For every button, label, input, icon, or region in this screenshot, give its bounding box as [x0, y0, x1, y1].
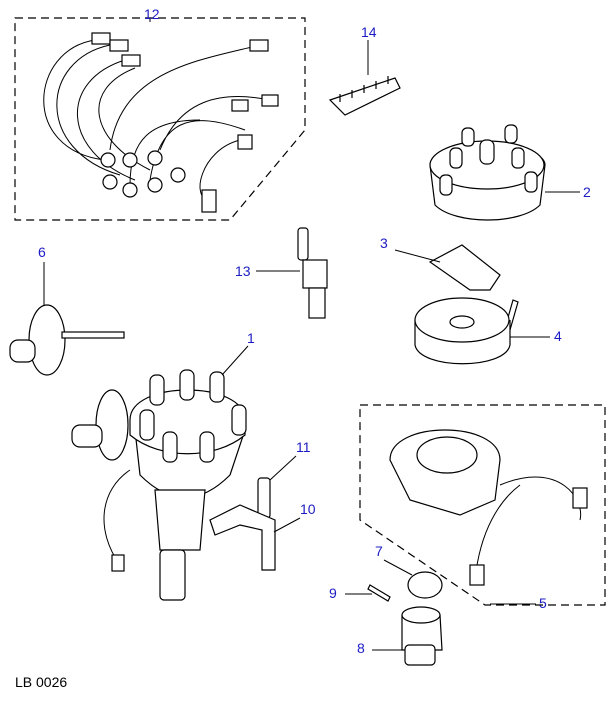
callout-7: 7	[375, 543, 383, 559]
callout-10: 10	[300, 501, 316, 517]
leader-lines	[43, 18, 580, 651]
o-ring-illustration	[407, 571, 443, 599]
callout-11: 11	[296, 439, 311, 455]
spark-plug-illustration	[297, 227, 328, 319]
pickup-kit-dashed-box	[359, 404, 606, 606]
callout-12: 12	[144, 6, 160, 22]
callout-3: 3	[380, 235, 388, 251]
diagram-reference: LB 0026	[15, 674, 68, 690]
lead-retainer-illustration	[328, 76, 401, 116]
bolt-illustration	[257, 477, 271, 519]
pickup-module-illustration	[389, 429, 588, 586]
clamp-illustration	[209, 504, 276, 571]
callout-1: 1	[247, 330, 255, 346]
vacuum-unit-illustration	[9, 304, 125, 376]
callout-14: 14	[361, 24, 377, 40]
ht-leads-illustration	[44, 32, 279, 480]
distributor-assembly-illustration	[71, 369, 247, 601]
callout-9: 9	[329, 585, 337, 601]
callout-4: 4	[554, 328, 562, 344]
callout-6: 6	[38, 244, 46, 260]
flash-shield-illustration	[414, 297, 511, 365]
distributor-cap-illustration	[429, 124, 546, 221]
callout-2: 2	[583, 184, 591, 200]
lead-set-dashed-box	[14, 17, 306, 221]
drive-gear-illustration	[401, 606, 443, 666]
callout-5: 5	[539, 595, 547, 611]
roll-pin-illustration	[367, 584, 391, 602]
rotor-arm-illustration	[428, 244, 501, 291]
callout-8: 8	[357, 640, 365, 656]
callout-13: 13	[235, 263, 251, 279]
